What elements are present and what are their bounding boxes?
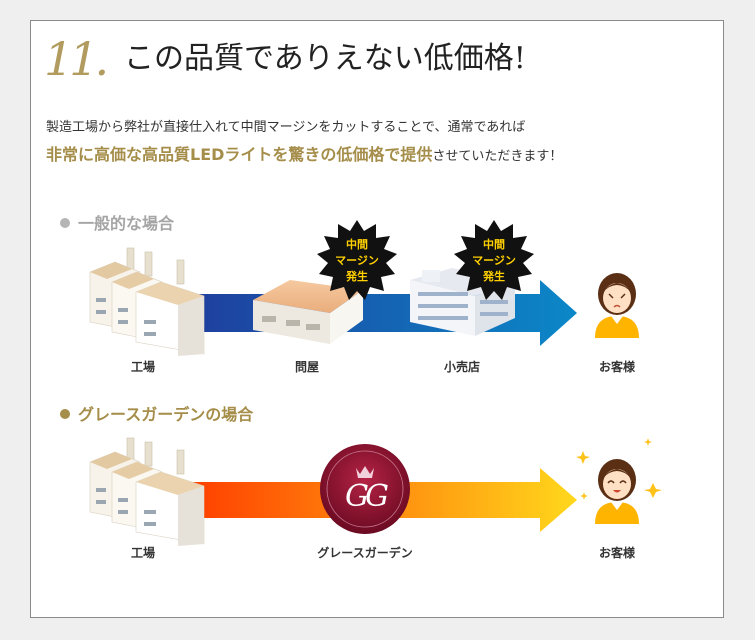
normal-case-heading: 一般的な場合	[60, 210, 174, 234]
label-factory: 工場	[130, 360, 156, 374]
customer-happy-icon	[595, 459, 639, 524]
svg-text:中間: 中間	[483, 237, 505, 251]
sparkle-icon	[576, 438, 662, 500]
label-factory: 工場	[130, 546, 156, 560]
margin-badge: 中間 マージン 発生	[317, 220, 397, 300]
label-retailer: 小売店	[443, 360, 481, 374]
svg-text:GG: GG	[345, 479, 388, 514]
label-brand: グレースガーデン	[317, 546, 413, 560]
label-wholesaler: 問屋	[294, 360, 320, 374]
grace-garden-logo: GG	[320, 444, 410, 534]
svg-text:中間: 中間	[346, 237, 368, 251]
section-number: 11.	[44, 32, 109, 86]
svg-text:発生: 発生	[482, 269, 505, 283]
factory-icon	[89, 437, 205, 547]
label-customer: お客様	[598, 546, 636, 560]
gg-case-title: グレースガーデンの場合	[78, 405, 254, 424]
lead-rest: させていただきます！	[432, 149, 563, 164]
svg-text:マージン: マージン	[335, 254, 379, 267]
page-title: この品質でありえない低価格!	[124, 41, 526, 76]
gg-case-heading: グレースガーデンの場合	[60, 401, 253, 425]
factory-icon	[89, 247, 205, 357]
svg-text:マージン: マージン	[472, 254, 516, 267]
svg-text:発生: 発生	[345, 269, 368, 283]
lead-text-line1: 製造工場から弊社が直接仕入れて中間マージンをカットすることで、通常であれば	[46, 120, 526, 135]
lead-text-line2: 非常に高価な高品質LEDライトを驚きの低価格で提供させていただきます！	[46, 141, 562, 165]
bullet-icon	[60, 218, 70, 228]
label-customer: お客様	[598, 360, 636, 374]
customer-worried-icon	[595, 273, 639, 338]
bullet-icon	[60, 409, 70, 419]
lead-highlight: 非常に高価な高品質LEDライトを驚きの低価格で提供	[46, 145, 433, 164]
normal-case-title: 一般的な場合	[78, 214, 175, 233]
margin-badge: 中間 マージン 発生	[454, 220, 534, 300]
